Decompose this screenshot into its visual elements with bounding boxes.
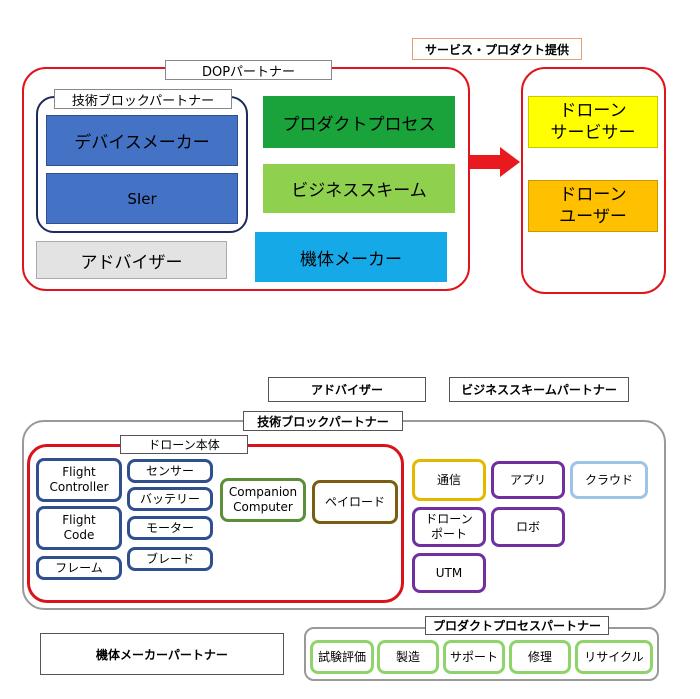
advisor-partner-label: アドバイザー bbox=[268, 377, 426, 402]
motor-box: モーター bbox=[127, 516, 213, 540]
tech-block-label: 技術ブロックパートナー bbox=[54, 89, 232, 109]
drone-servicer-line2: サービサー bbox=[550, 123, 636, 143]
drone-provider-frame bbox=[521, 67, 666, 294]
business-scheme-partner-label: ビジネススキームパートナー bbox=[449, 377, 629, 402]
business-scheme-box: ビジネススキーム bbox=[263, 164, 455, 213]
flight-controller-line1: Flight bbox=[62, 465, 96, 479]
utm-box: UTM bbox=[412, 553, 486, 593]
drone-servicer-box: ドローン サービサー bbox=[528, 96, 658, 148]
airframe-maker-partner-label: 機体メーカーパートナー bbox=[40, 633, 284, 675]
device-maker-box: デバイスメーカー bbox=[46, 115, 238, 166]
robot-box: ロボ bbox=[491, 507, 565, 547]
companion-computer-line1: Companion bbox=[228, 485, 298, 499]
companion-computer-line2: Computer bbox=[233, 500, 293, 514]
cloud-box: クラウド bbox=[570, 461, 648, 499]
drone-servicer-line1: ドローン bbox=[559, 100, 627, 121]
process-step-support: サポート bbox=[443, 640, 505, 674]
flight-code-line2: Code bbox=[63, 528, 95, 542]
drone-user-line2: ユーザー bbox=[559, 207, 627, 227]
flight-code-box: Flight Code bbox=[36, 506, 122, 550]
service-product-label: サービス・プロダクト提供 bbox=[412, 38, 582, 60]
companion-computer-box: Companion Computer bbox=[220, 478, 306, 522]
frame-part-box: フレーム bbox=[36, 556, 122, 580]
battery-box: バッテリー bbox=[127, 487, 213, 511]
drone-port-box: ドローン ポート bbox=[412, 507, 486, 547]
sensor-box: センサー bbox=[127, 459, 213, 483]
drone-body-label: ドローン本体 bbox=[120, 435, 248, 454]
advisor-box: アドバイザー bbox=[36, 241, 227, 279]
communication-box: 通信 bbox=[412, 459, 486, 501]
drone-user-line1: ドローン bbox=[559, 184, 627, 205]
product-process-partner-label: プロダクトプロセスパートナー bbox=[425, 616, 609, 635]
tech-block-partner-label: 技術ブロックパートナー bbox=[243, 411, 403, 431]
flight-code-line1: Flight bbox=[62, 513, 96, 527]
dop-partner-label: DOPパートナー bbox=[165, 60, 332, 80]
sier-box: SIer bbox=[46, 173, 238, 224]
drone-port-line1: ドローン bbox=[425, 512, 473, 526]
product-process-box: プロダクトプロセス bbox=[263, 96, 455, 148]
flight-controller-line2: Controller bbox=[49, 480, 109, 494]
app-box: アプリ bbox=[491, 461, 565, 499]
drone-user-box: ドローン ユーザー bbox=[528, 180, 658, 232]
process-step-testing: 試験評価 bbox=[310, 640, 374, 674]
flight-controller-box: Flight Controller bbox=[36, 458, 122, 502]
drone-port-line2: ポート bbox=[430, 527, 467, 541]
airframe-maker-box: 機体メーカー bbox=[255, 232, 447, 282]
process-step-recycle: リサイクル bbox=[575, 640, 653, 674]
right-arrow-icon bbox=[470, 147, 520, 177]
process-step-repair: 修理 bbox=[509, 640, 571, 674]
process-step-manufacturing: 製造 bbox=[377, 640, 439, 674]
blade-box: ブレード bbox=[127, 547, 213, 571]
payload-box: ペイロード bbox=[312, 480, 398, 524]
